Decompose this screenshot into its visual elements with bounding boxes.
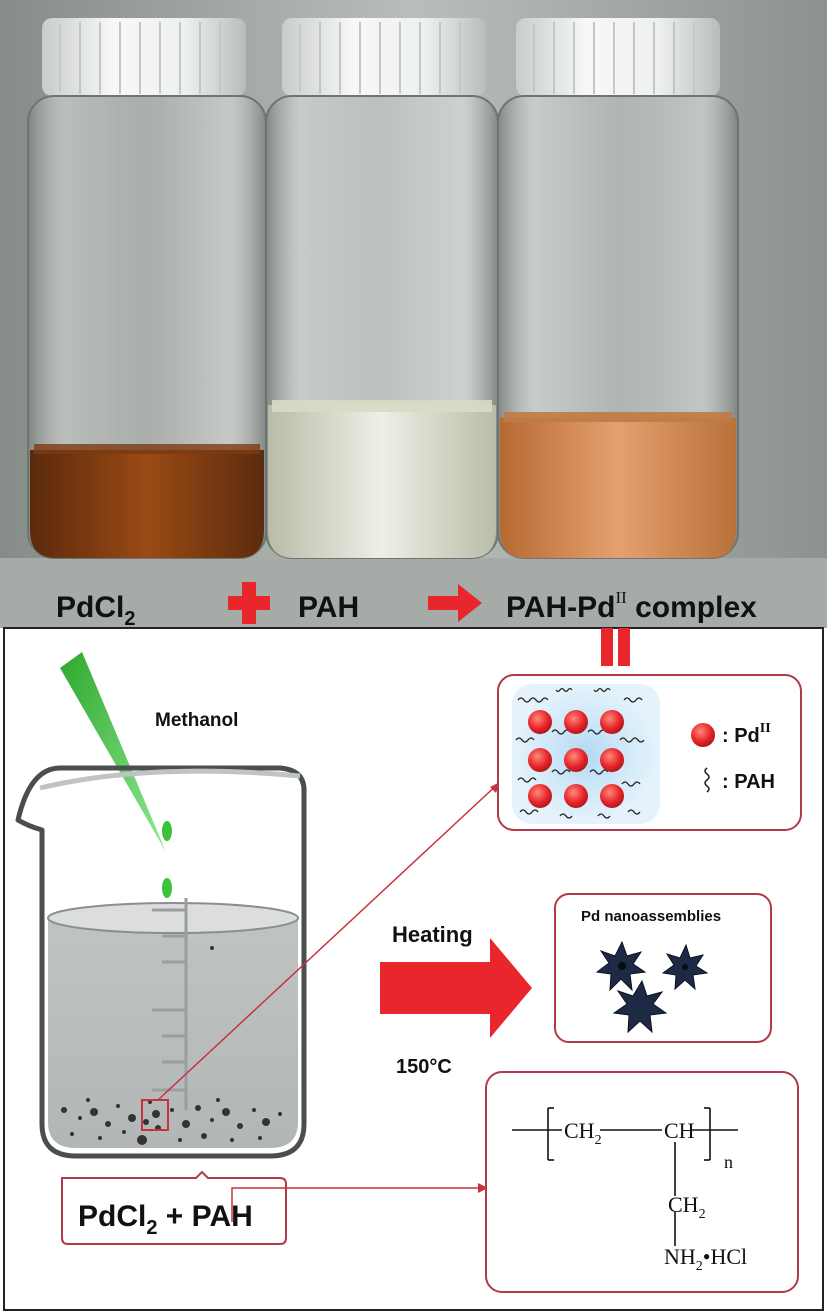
vial-cap <box>282 18 486 96</box>
label-pah: PAH <box>298 591 359 624</box>
methanol-drop-2 <box>162 878 172 898</box>
dropper-tip-icon <box>60 652 166 852</box>
nanoassembly-box: Pd nanoassemblies <box>554 893 772 1043</box>
equals-icon <box>601 628 630 666</box>
label-mixture: PdCl2 + PAH <box>78 1200 253 1239</box>
pd-legend-icon <box>691 723 715 747</box>
label-methanol: Methanol <box>155 710 238 731</box>
vial-pdcl2 <box>27 18 267 559</box>
plus-icon <box>228 582 270 624</box>
vial-photo-panel: PdCl2 PAH PAH-PdII complex <box>0 0 827 630</box>
struct-ch2-side: CH2 <box>668 1192 706 1222</box>
label-pdcl2: PdCl2 <box>56 591 135 630</box>
pah-legend-icon <box>704 767 710 793</box>
struct-ch2-main: CH2 <box>564 1118 602 1148</box>
legend-pd-label: : PdII <box>722 721 771 747</box>
complex-box: : PdII : PAH <box>497 674 802 831</box>
methanol-drop-1 <box>162 821 172 841</box>
vial-cap <box>42 18 246 96</box>
beaker-liquid <box>48 918 298 1148</box>
structure-box: CH2 CH n CH2 NH2•HCl <box>485 1071 799 1293</box>
arrow-right-icon <box>428 584 482 622</box>
vial-cap <box>516 18 720 96</box>
mixture-box: PdCl2 + PAH <box>61 1170 287 1245</box>
vial-liquid-orange <box>500 418 736 558</box>
label-temperature: 150°C <box>396 1056 452 1078</box>
vial-pah <box>265 18 499 559</box>
vial-liquid-clear <box>268 405 496 558</box>
struct-ch: CH <box>664 1118 695 1143</box>
label-complex: PAH-PdII complex <box>506 588 757 624</box>
struct-n: n <box>724 1152 733 1172</box>
zoom-connector <box>157 781 501 1101</box>
label-heating: Heating <box>392 922 473 947</box>
heating-arrow-icon <box>380 938 532 1038</box>
label-nanoassemblies: Pd nanoassemblies <box>581 908 721 925</box>
beaker-icon <box>15 765 307 1159</box>
nanostar-icon <box>612 979 668 1034</box>
vial-liquid-brown <box>30 450 264 558</box>
structure-connector <box>231 1187 486 1222</box>
struct-nh2-hcl: NH2•HCl <box>664 1244 747 1274</box>
vial-complex <box>497 18 739 559</box>
scheme-panel: Methanol <box>3 627 824 1311</box>
pd-spheres <box>528 710 624 808</box>
zoom-box <box>141 1099 169 1131</box>
legend-pah-label: : PAH <box>722 771 775 793</box>
